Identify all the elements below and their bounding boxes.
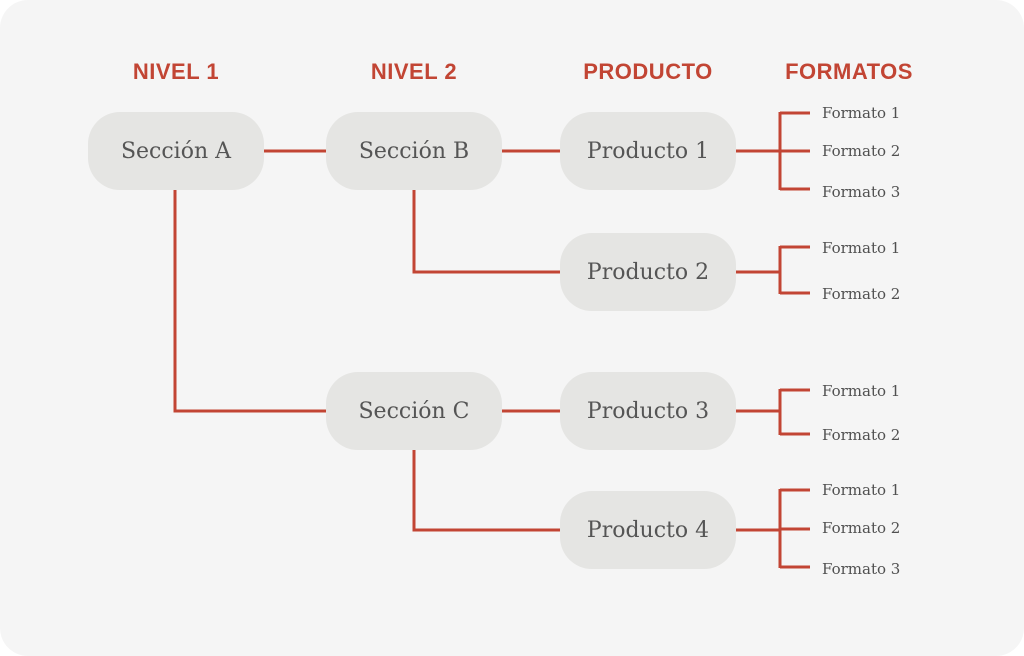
header-nivel-2: NIVEL 2 — [370, 59, 458, 84]
connector-c-p4 — [412, 450, 560, 532]
format-label-p4-2: Formato 2 — [822, 519, 901, 537]
header-nivel-1: NIVEL 1 — [132, 59, 220, 84]
node-seccion-a: Sección A — [88, 112, 264, 190]
format-label-p3-2: Formato 2 — [822, 426, 901, 444]
node-label: Producto 3 — [586, 398, 710, 424]
node-label: Sección A — [120, 138, 232, 164]
node-producto-3: Producto 3 — [560, 372, 736, 450]
node-seccion-b: Sección B — [326, 112, 502, 190]
bracket-p1 — [736, 111, 810, 191]
bracket-p4 — [736, 488, 810, 569]
bracket-p2 — [736, 245, 810, 295]
node-producto-2: Producto 2 — [560, 233, 736, 311]
header-producto: PRODUCTO — [583, 59, 713, 84]
bracket-p3 — [736, 388, 810, 436]
node-label: Producto 1 — [586, 138, 710, 164]
format-label-p2-1: Formato 1 — [822, 239, 901, 257]
format-label-p1-2: Formato 2 — [822, 142, 901, 160]
format-label-p4-3: Formato 3 — [822, 560, 901, 578]
node-seccion-c: Sección C — [326, 372, 502, 450]
format-label-p4-1: Formato 1 — [822, 481, 901, 499]
header-formatos: FORMATOS — [785, 59, 913, 84]
format-label-p1-3: Formato 3 — [822, 183, 901, 201]
format-label-p2-2: Formato 2 — [822, 285, 901, 303]
node-producto-4: Producto 4 — [560, 491, 736, 569]
node-label: Producto 4 — [586, 517, 710, 543]
node-producto-1: Producto 1 — [560, 112, 736, 190]
node-label: Sección B — [358, 138, 470, 164]
connector-b-p2 — [412, 190, 560, 274]
format-label-p1-1: Formato 1 — [822, 104, 901, 122]
node-label: Producto 2 — [586, 259, 710, 285]
format-label-p3-1: Formato 1 — [822, 382, 901, 400]
node-label: Sección C — [358, 398, 470, 424]
connector-a-c — [173, 190, 326, 413]
